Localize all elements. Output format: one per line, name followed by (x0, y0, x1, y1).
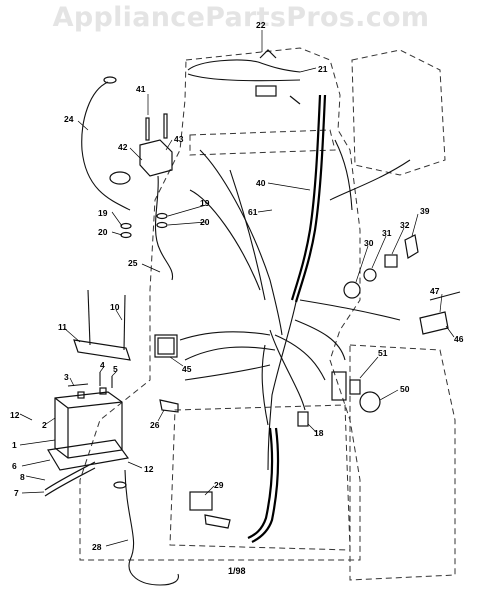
callout-20a: 20 (98, 227, 108, 237)
chassis-outline (79, 47, 456, 581)
callout-30: 30 (364, 238, 374, 248)
callout-3: 3 (64, 372, 69, 382)
callout-10: 10 (110, 302, 120, 312)
callout-1: 1 (12, 440, 17, 450)
ignition-components (343, 234, 419, 299)
watermark: AppliancePartsPros.com (52, 2, 430, 33)
switch-46 (419, 291, 461, 335)
battery-tray-8 (47, 439, 130, 471)
callout-51: 51 (378, 348, 388, 358)
ground-cable-28 (113, 469, 179, 586)
callout-41: 41 (136, 84, 146, 94)
callout-45: 45 (182, 364, 192, 374)
footer-code: 1/98 (228, 566, 246, 576)
callout-2: 2 (42, 420, 47, 430)
callout-28: 28 (92, 542, 102, 552)
callout-11: 11 (58, 322, 67, 332)
harness-wires (179, 139, 411, 426)
callout-26: 26 (150, 420, 160, 430)
callout-25: 25 (128, 258, 138, 268)
callout-22: 22 (256, 20, 266, 30)
callout-20b: 20 (200, 217, 210, 227)
battery-hold-down (73, 289, 131, 361)
callout-43: 43 (174, 134, 184, 144)
strap-7 (44, 461, 96, 497)
bolts-3-4-5 (67, 372, 113, 388)
coil-29 (189, 491, 231, 529)
callout-12a: 12 (10, 410, 20, 420)
callout-29: 29 (214, 480, 224, 490)
callout-39: 39 (420, 206, 430, 216)
callout-12b: 12 (144, 464, 154, 474)
callout-32: 32 (400, 220, 410, 230)
callout-31: 31 (382, 228, 392, 238)
callout-18: 18 (314, 428, 324, 438)
plug-50 (359, 391, 381, 413)
upper-harness (187, 49, 301, 105)
callout-47: 47 (430, 286, 440, 296)
lower-harness-coil (247, 427, 280, 543)
cable-24 (81, 76, 131, 211)
callout-42: 42 (118, 142, 128, 152)
bracket-26 (159, 399, 179, 413)
callout-6: 6 (12, 461, 17, 471)
callout-4: 4 (100, 360, 105, 370)
main-harness-coil (267, 94, 327, 471)
callout-7: 7 (14, 488, 19, 498)
callout-19b: 19 (200, 198, 210, 208)
callout-21: 21 (318, 64, 328, 74)
switch-51 (331, 371, 361, 401)
callout-50: 50 (400, 384, 410, 394)
callout-19a: 19 (98, 208, 108, 218)
callout-40: 40 (256, 178, 266, 188)
washers-19-20 (120, 212, 168, 239)
callout-24: 24 (64, 114, 74, 124)
leader-lines (19, 30, 455, 547)
callout-8: 8 (20, 472, 25, 482)
solenoid-assembly (109, 113, 174, 281)
callout-61: 61 (248, 207, 258, 217)
connector-18 (297, 411, 309, 427)
module-45 (154, 334, 178, 358)
callout-46: 46 (454, 334, 464, 344)
callout-5: 5 (113, 364, 118, 374)
